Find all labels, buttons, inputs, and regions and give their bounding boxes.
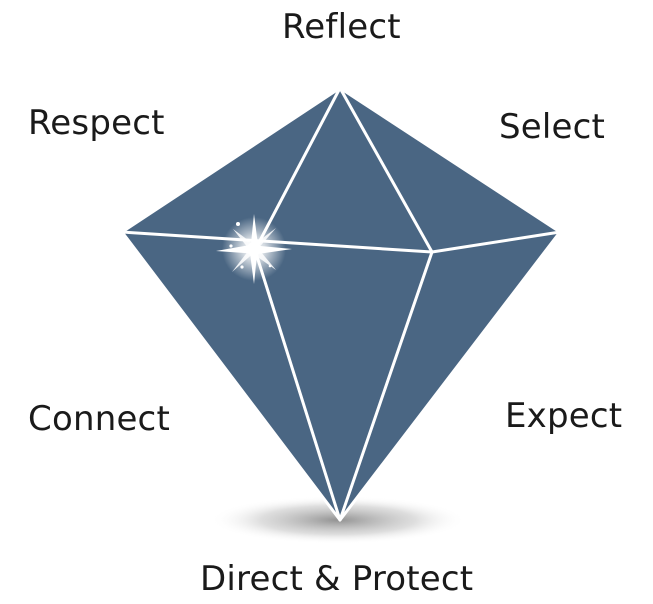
label-expect: Expect xyxy=(505,399,622,433)
label-connect: Connect xyxy=(28,402,170,436)
label-reflect: Reflect xyxy=(282,10,401,44)
label-select: Select xyxy=(499,110,605,144)
gem-body xyxy=(122,88,560,520)
label-respect: Respect xyxy=(28,106,165,140)
label-direct-protect: Direct & Protect xyxy=(200,562,473,596)
